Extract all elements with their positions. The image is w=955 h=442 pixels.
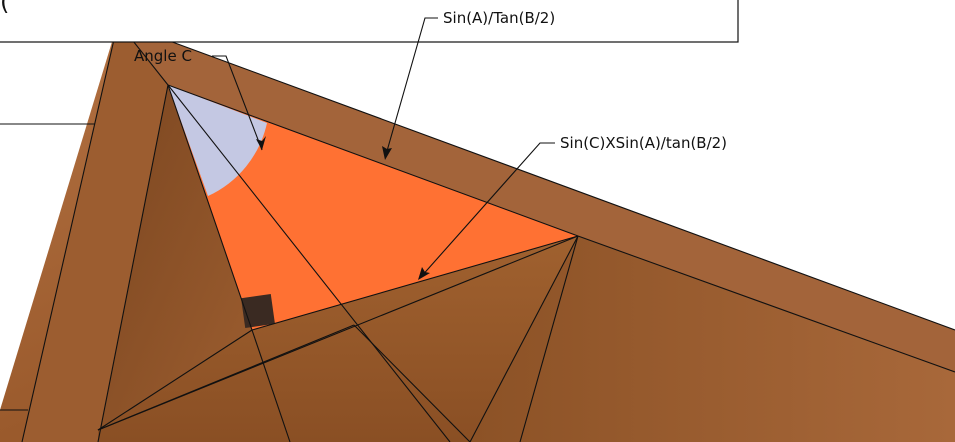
sin-c-sin-a-tan-b2-leader: [419, 142, 555, 279]
orange-triangle-face: [168, 85, 578, 330]
sin-a-tan-b2-leader: [384, 17, 438, 159]
sin-c-sin-a-tan-b2-arrowhead: [418, 267, 430, 280]
angle-c-leader: [212, 55, 263, 151]
left-inner-face: [98, 85, 252, 442]
construction-lines: [21, 21, 955, 442]
sin-c-sin-a-tan-b2-label: Sin(C)XSin(A)/tan(B/2): [560, 134, 727, 152]
angle-c-arc: [168, 85, 267, 196]
corner-fragment-text: (: [0, 0, 9, 16]
label-box: [0, 0, 739, 43]
board-top-edge: [118, 22, 955, 372]
right-angle-marker: [241, 294, 275, 328]
angle-c-arrowhead: [256, 136, 266, 150]
board-left-edge: [22, 22, 168, 442]
sin-a-tan-b2-arrowhead: [382, 146, 392, 160]
sin-a-tan-b2-label: Sin(A)/Tan(B/2): [443, 9, 555, 27]
right-inner-face: [470, 236, 955, 442]
angle-c-label: Angle C: [134, 47, 192, 65]
